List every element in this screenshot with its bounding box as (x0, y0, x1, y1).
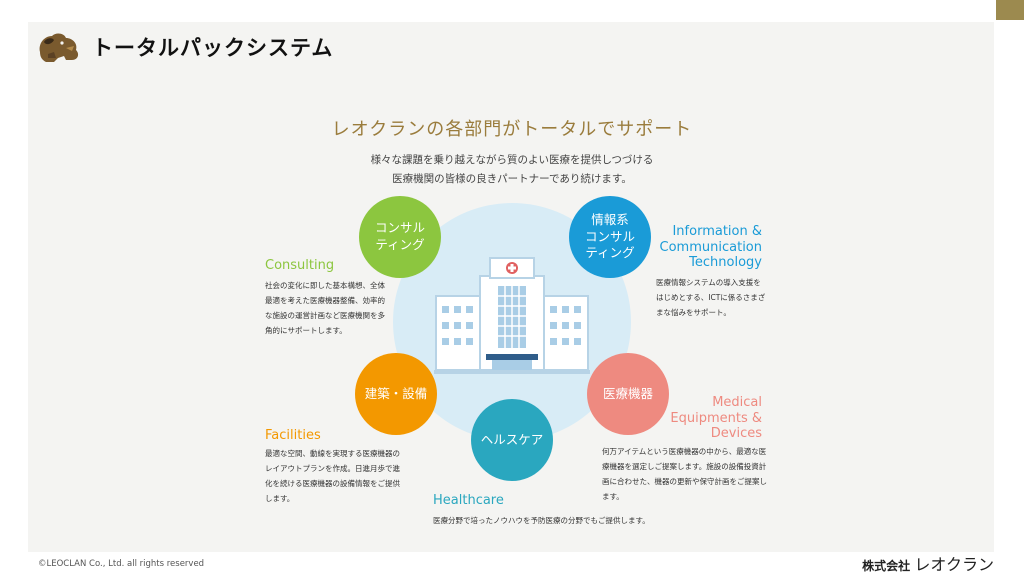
headline: レオクランの各部門がトータルでサポート (331, 119, 693, 140)
consulting-title: Consulting (265, 258, 335, 273)
page-title: トータルパックシステム (92, 36, 334, 60)
hospital-building-icon (434, 257, 590, 374)
corner-accent (996, 0, 1024, 20)
lion-logo-icon (39, 33, 79, 62)
intro-line-2: 医療機関の皆様の良きパートナーであり続けます。 (392, 173, 632, 185)
node-ict: 情報系 コンサル ティング (569, 196, 651, 278)
medical-title: Medical Equipments & Devices (670, 395, 762, 442)
ict-title: Information & Communication Technology (659, 224, 762, 271)
node-facilities: 建築・設備 (355, 353, 437, 435)
medical-description: 何万アイテムという医療機器の中から、最適な医療機器を選定しご提案します。施設の設… (602, 447, 767, 501)
node-healthcare: ヘルスケア (471, 399, 553, 481)
ict-description: 医療情報システムの導入支援をはじめとする、ICTに係るさまざまな悩みをサポート。 (656, 278, 766, 317)
copyright: ©LEOCLAN Co., Ltd. all rights reserved (38, 559, 205, 569)
facilities-description: 最適な空間、動線を実現する医療機器のレイアウトプランを作成。日進月歩で進化を続け… (265, 449, 400, 503)
facilities-title: Facilities (265, 428, 321, 443)
intro-line-1: 様々な課題を乗り越えながら質のよい医療を提供しつづける (370, 154, 654, 166)
node-consulting: コンサル ティング (359, 196, 441, 278)
consulting-description: 社会の変化に即した基本構想、全体最適を考えた医療機器整備、効率的な施設の運営計画… (265, 281, 385, 335)
healthcare-title: Healthcare (433, 493, 504, 508)
company-prefix: 株式会社 (862, 559, 911, 573)
company-name: 株式会社 レオクラン (862, 551, 994, 575)
company-brand: レオクラン (914, 555, 994, 574)
node-medical: 医療機器 (587, 353, 669, 435)
healthcare-description: 医療分野で培ったノウハウを予防医療の分野でもご提供します。 (433, 516, 650, 525)
